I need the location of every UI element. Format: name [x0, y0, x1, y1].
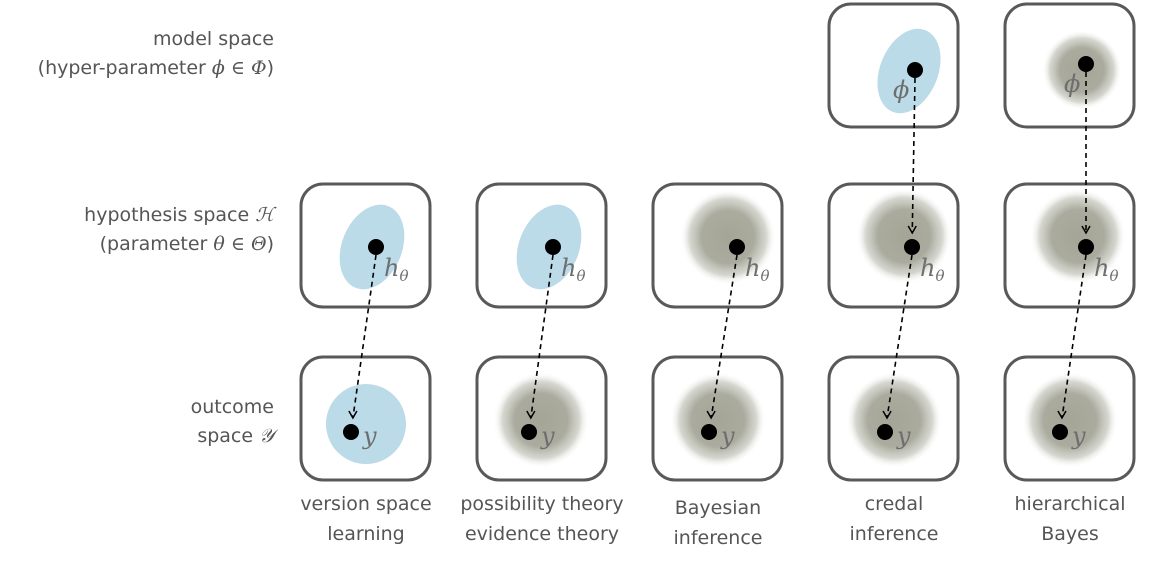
phi-symbol: ϕ [1064, 70, 1080, 98]
outcome-point-dot [877, 424, 893, 440]
model-space-paren: ) [266, 57, 274, 79]
hypothesis-point-dot [368, 239, 384, 255]
h-theta-symbol: hθ [920, 254, 945, 285]
row-label-outcome-space: outcome space 𝒴 [191, 393, 274, 451]
y-symbol: y [720, 422, 735, 450]
model-point-dot [907, 62, 923, 78]
arrowhead-hierarchical-bayes-outcome [1057, 410, 1067, 420]
column-label-line2: inference [673, 527, 763, 549]
cell-hierarchical-bayes-outcome: y [1003, 355, 1136, 482]
hypothesis-probability-distribution [1030, 188, 1126, 284]
arrows-layer [348, 72, 1091, 420]
outcome-point-dot [343, 424, 359, 440]
dependency-arrow-credal-hypothesis-to-outcome [886, 254, 913, 419]
column-label-credal-inference: credal inference [804, 489, 984, 549]
theta-subscript: θ [935, 267, 944, 285]
dependency-arrow-bayesian-hypothesis-to-outcome [710, 254, 738, 419]
outcome-probability-distribution [670, 372, 766, 468]
dependency-arrow-possibility-theory-hypothesis-to-outcome [530, 254, 554, 419]
outcome-probability-distribution [1022, 372, 1118, 468]
column-label-line2: inference [849, 523, 939, 545]
column-label-line2: learning [327, 523, 405, 545]
outcome-credal-set-region [326, 384, 406, 464]
hypothesis-space-paren: ) [266, 233, 274, 255]
y-symbol: y [896, 422, 911, 450]
column-label-hierarchical-bayes: hierarchical Bayes [980, 489, 1154, 549]
cell-version-space-outcome: y [299, 355, 432, 482]
column-label-line1: Bayesian [674, 497, 762, 519]
cell-credal-model: ϕ [827, 2, 960, 129]
arrowhead-credal-hypothesis [907, 225, 917, 235]
arrowhead-possibility-theory-outcome [526, 410, 536, 420]
outcome-point-dot [701, 424, 717, 440]
cell-possibility-theory-hypothesis: hθ [475, 182, 608, 309]
column-label-line2: evidence theory [464, 523, 620, 545]
theta-subscript: θ [1109, 267, 1118, 285]
parameter-math: θ ∈ Θ [213, 233, 267, 255]
row-label-hypothesis-space: hypothesis space ℋ (parameter θ ∈ Θ) [84, 201, 274, 259]
hypothesis-space-math: ℋ [255, 204, 274, 226]
hypothesis-point-dot [545, 239, 561, 255]
row-label-model-space: model space (hyper-parameter ϕ ∈ Φ) [38, 25, 274, 83]
outcome-space-math: 𝒴 [259, 425, 274, 447]
column-label-possibility-theory: possibility theory evidence theory [452, 489, 632, 549]
cell-credal-hypothesis: hθ [827, 182, 960, 309]
cell-credal-outcome: y [827, 355, 960, 482]
column-label-line1: possibility theory [460, 493, 624, 515]
dependency-arrow-hierarchical-bayes-hypothesis-to-outcome [1061, 254, 1087, 419]
hypothesis-probability-distribution [856, 188, 952, 284]
model-space-title: model space [153, 28, 274, 50]
cell-possibility-theory-outcome: y [475, 355, 608, 482]
hypothesis-point-dot [729, 239, 745, 255]
outcome-space-title: outcome [190, 396, 274, 418]
theta-subscript: θ [576, 267, 585, 285]
arrowhead-hierarchical-bayes-hypothesis [1081, 225, 1091, 235]
outcome-probability-distribution [493, 372, 589, 468]
arrowhead-credal-outcome [882, 410, 892, 420]
arrowhead-bayesian-outcome [706, 410, 716, 420]
column-label-line1: hierarchical [1014, 493, 1126, 515]
arrowhead-version-space-outcome [348, 410, 358, 420]
cell-bayesian-hypothesis: hθ [651, 182, 784, 309]
hypothesis-space-subtitle: (parameter θ ∈ Θ) [84, 230, 274, 259]
model-space-subtitle-text: (hyper-parameter [37, 57, 212, 79]
dots-layer [343, 56, 1094, 440]
hypothesis-space-title-text: hypothesis space [84, 204, 256, 226]
column-label-line1: credal [864, 493, 924, 515]
hypothesis-space-title: hypothesis space ℋ [84, 201, 274, 230]
cell-version-space-hypothesis: hθ [299, 182, 432, 309]
column-label-line1: version space [300, 493, 432, 515]
outcome-point-dot [1052, 424, 1068, 440]
outcome-space-subtitle-text: space [197, 425, 260, 447]
cell-hierarchical-bayes-model: ϕ [1003, 2, 1136, 129]
cell-hierarchical-bayes-hypothesis: hθ [1003, 182, 1136, 309]
column-label-version-space: version space learning [276, 489, 456, 549]
hypothesis-probability-distribution [680, 189, 776, 285]
y-symbol: y [362, 422, 377, 450]
hypothesis-space-subtitle-text: (parameter [99, 233, 214, 255]
outcome-space-subtitle: space 𝒴 [191, 422, 274, 451]
phi-symbol: ϕ [893, 76, 909, 104]
model-space-math: ϕ ∈ Φ [211, 57, 267, 79]
outcome-probability-distribution [846, 372, 942, 468]
hypothesis-point-dot [904, 239, 920, 255]
y-symbol: y [1071, 422, 1086, 450]
model-space-subtitle: (hyper-parameter ϕ ∈ Φ) [38, 54, 274, 83]
cell-bayesian-outcome: y [651, 355, 784, 482]
boxes-layer: hθ y hθ y hθ y ϕ hθ y ϕ hθ y [299, 2, 1136, 482]
y-symbol: y [540, 422, 555, 450]
column-label-bayesian-inference: Bayesian inference [628, 493, 808, 553]
dependency-arrow-version-space-hypothesis-to-outcome [352, 254, 377, 419]
column-label-line2: Bayes [1041, 523, 1099, 545]
model-point-dot [1078, 56, 1094, 72]
theta-subscript: θ [399, 267, 408, 285]
theta-subscript: θ [760, 267, 769, 285]
dependency-arrow-credal-model-to-hypothesis [911, 77, 916, 234]
outcome-point-dot [521, 424, 537, 440]
hypothesis-point-dot [1078, 239, 1094, 255]
